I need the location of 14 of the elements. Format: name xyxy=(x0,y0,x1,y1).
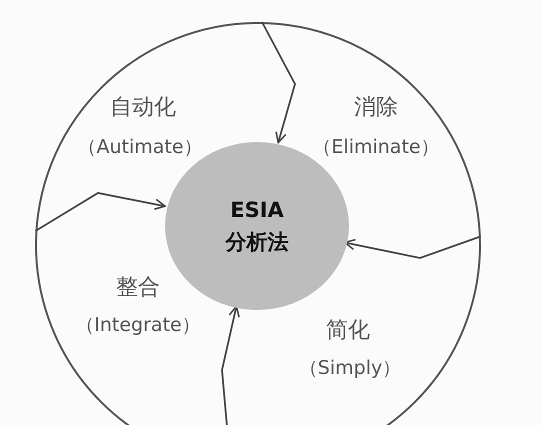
quadrant-title: 消除 xyxy=(354,94,398,122)
quadrant-subtitle: （Eliminate） xyxy=(312,135,440,160)
center-label: ESIA xyxy=(230,197,284,224)
quadrant-subtitle: （Integrate） xyxy=(75,313,201,338)
zigzag-arrow xyxy=(221,306,240,425)
quadrant-subtitle: （Simply） xyxy=(298,356,402,381)
quadrant-subtitle: （Autimate） xyxy=(77,135,203,160)
quadrant-title: 自动化 xyxy=(110,94,176,122)
ring-circle xyxy=(35,22,481,425)
zigzag-arrow xyxy=(34,192,166,232)
quadrant-title: 简化 xyxy=(326,317,370,345)
center-label: 分析法 xyxy=(226,229,288,256)
quadrant-title: 整合 xyxy=(116,274,160,302)
zigzag-arrow xyxy=(261,22,296,144)
